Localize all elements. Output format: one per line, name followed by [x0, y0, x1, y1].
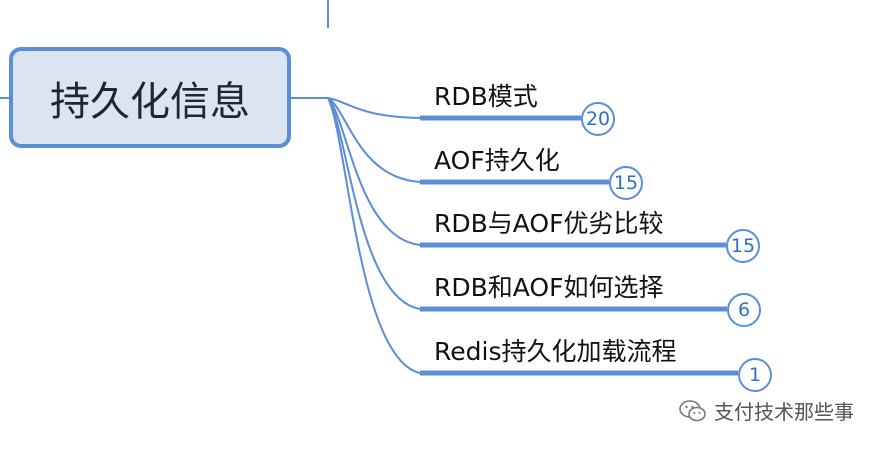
branch-label-choose[interactable]: RDB和AOF如何选择 [434, 273, 664, 302]
watermark-text: 支付技术那些事 [714, 400, 854, 424]
branch-connector-aof [327, 97, 421, 183]
root-node-label: 持久化信息 [50, 78, 250, 125]
branch-label-rdb-mode[interactable]: RDB模式 [434, 82, 538, 111]
root-node[interactable]: 持久化信息 [9, 47, 291, 148]
count-badge-choose[interactable]: 6 [727, 293, 761, 327]
count-badge-compare[interactable]: 15 [726, 229, 760, 263]
branch-connector-rdb-mode [327, 97, 421, 119]
wechat-icon [679, 399, 706, 421]
count-badge-rdb-mode[interactable]: 20 [581, 102, 615, 136]
branch-connector-load-flow [327, 97, 421, 374]
watermark: 支付技术那些事 [678, 396, 854, 425]
branch-label-load-flow[interactable]: Redis持久化加载流程 [434, 337, 677, 366]
branch-connector-choose [327, 97, 421, 310]
count-badge-load-flow[interactable]: 1 [738, 358, 772, 392]
count-badge-aof[interactable]: 15 [609, 166, 643, 200]
branch-label-compare[interactable]: RDB与AOF优劣比较 [434, 209, 664, 238]
branch-connector-compare [327, 97, 421, 246]
branch-label-aof[interactable]: AOF持久化 [434, 146, 560, 175]
